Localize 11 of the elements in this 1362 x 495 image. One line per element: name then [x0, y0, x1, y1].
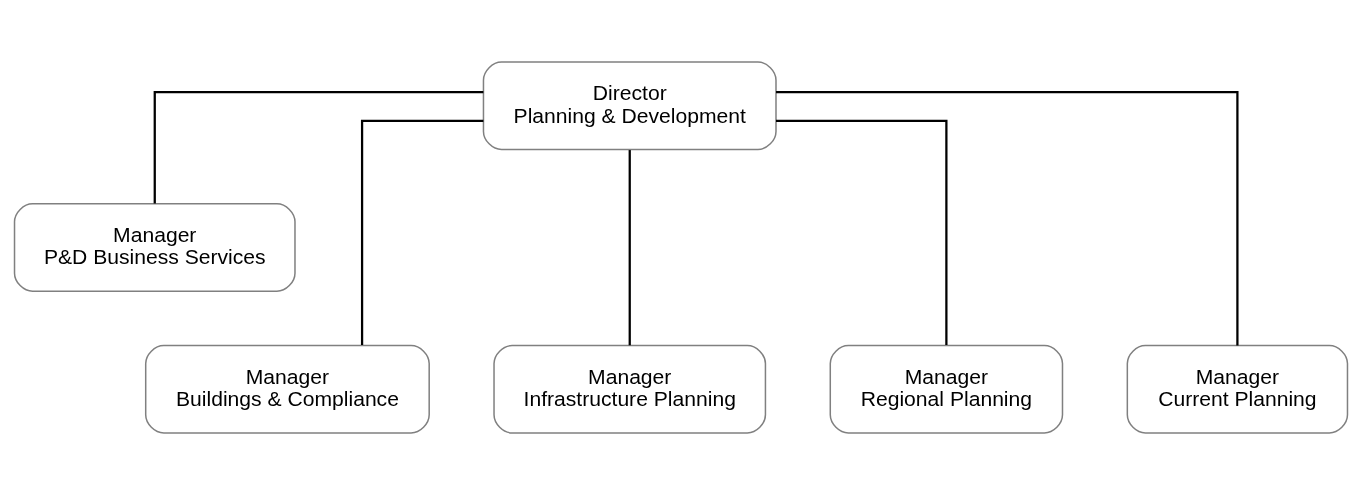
node-box: Manager P&D Business Services [13, 203, 296, 292]
connector [360, 119, 484, 345]
connector [628, 150, 631, 346]
node-box: Manager Current Planning [1126, 344, 1349, 434]
connector [776, 91, 1239, 346]
node-box: Manager Infrastructure Planning [493, 344, 767, 434]
node-box: Manager Regional Planning [829, 344, 1064, 434]
connector [153, 91, 484, 204]
connector [776, 119, 948, 345]
node-box: Manager Buildings & Compliance [144, 344, 430, 434]
node-box: Director Planning & Development [482, 61, 777, 151]
